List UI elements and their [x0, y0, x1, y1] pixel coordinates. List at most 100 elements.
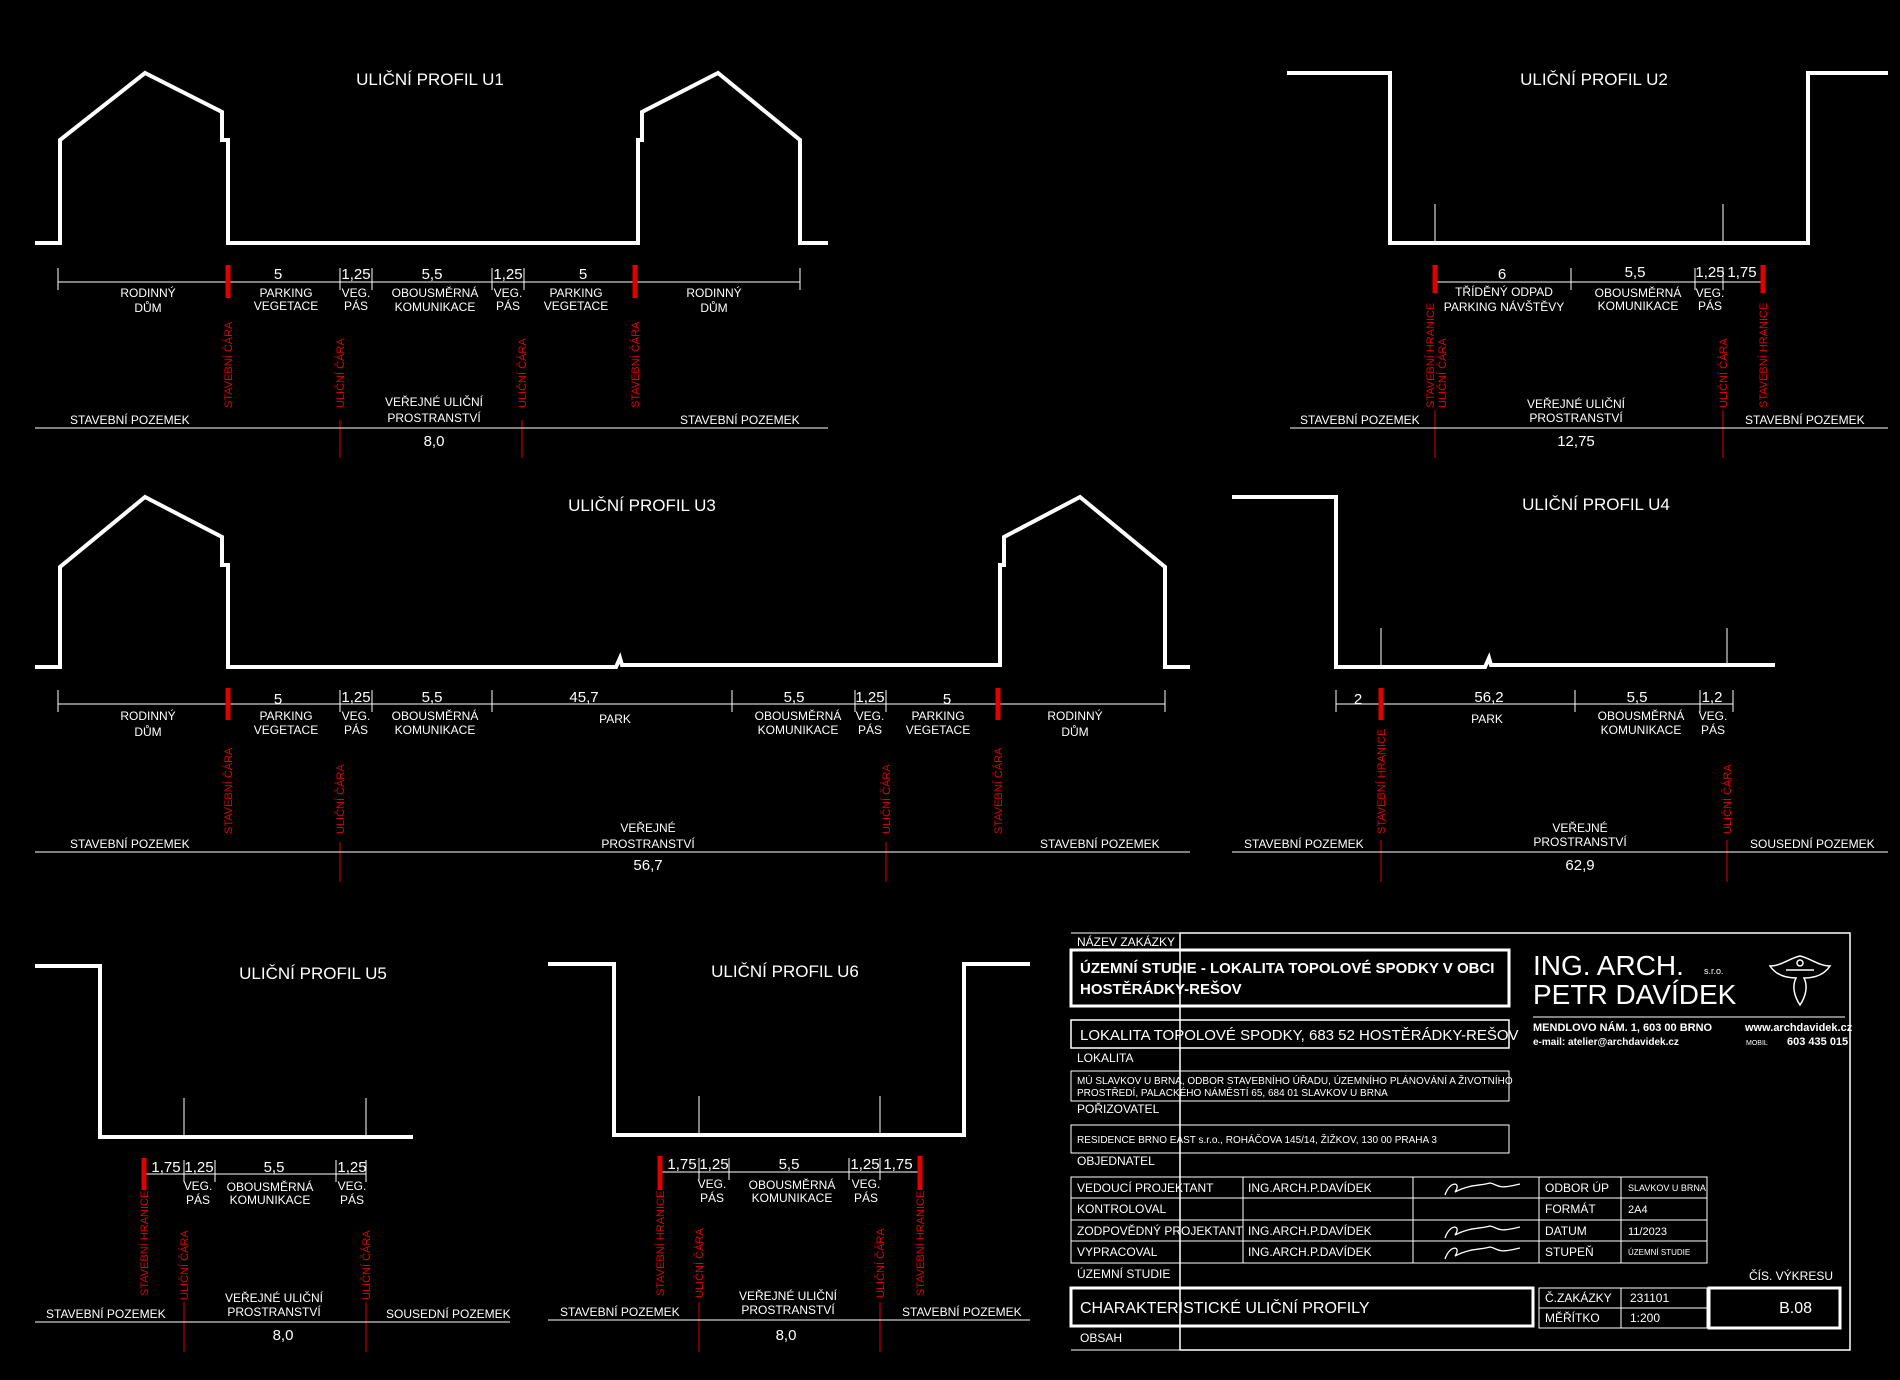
u2-width-value: 12,75	[1557, 433, 1595, 450]
u2-bottom-left: STAVEBNÍ POZEMEK	[1300, 412, 1420, 427]
u1-building-line: STAVEBNÍ ČÁRA	[629, 321, 642, 408]
u1-zone-label: VEGETACE	[544, 299, 608, 313]
staff-role: VEDOUCÍ PROJEKTANT	[1077, 1180, 1214, 1195]
u6-bottom-middle: PROSTRANSTVÍ	[741, 1302, 835, 1317]
u5-building-boundary: STAVEBNÍ HRANICE	[138, 1191, 151, 1296]
project-name: HOSTĚRÁDKY-REŠOV	[1080, 980, 1242, 998]
u1-title: ULIČNÍ PROFIL U1	[356, 70, 504, 89]
u2-bottom-middle: VEŘEJNÉ ULIČNÍ	[1527, 396, 1626, 411]
u1-zone-label: RODINNÝ	[120, 285, 175, 300]
info-label: DATUM	[1545, 1224, 1587, 1238]
u3-dim-6: 1,25	[855, 689, 884, 706]
u3-width-value: 56,7	[633, 857, 662, 874]
u3-zone-label: PARK	[599, 712, 631, 726]
staff-name: ING.ARCH.P.DAVÍDEK	[1248, 1180, 1372, 1195]
u2-outline	[1287, 71, 1888, 245]
u6-dim-4: 1,25	[850, 1156, 879, 1173]
u5-street-line: ULIČNÍ ČÁRA	[360, 1230, 373, 1300]
u5-bottom-middle: PROSTRANSTVÍ	[227, 1304, 321, 1319]
procurer: PROSTŘEDÍ, PALACKÉHO NÁMĚSTÍ 65, 684 01 …	[1077, 1086, 1388, 1099]
u3-zone-label: PARKING	[259, 709, 312, 723]
title-block: NÁZEV ZAKÁZKY ÚZEMNÍ STUDIE - LOKALITA T…	[1069, 932, 1853, 1351]
u1-dim-4: 1,25	[493, 266, 522, 283]
u4-street-line: ULIČNÍ ČÁRA	[1721, 764, 1734, 834]
profile-u5: ULIČNÍ PROFIL U5 1,75 1,25 5,5 1,25 VEG.…	[35, 964, 511, 1352]
profile-u3: ULIČNÍ PROFIL U3 5 1,25 5,5 45,7 5,5 1,2…	[35, 494, 1190, 882]
u6-title: ULIČNÍ PROFIL U6	[711, 962, 859, 981]
u3-building-line: STAVEBNÍ ČÁRA	[222, 747, 235, 834]
u1-bottom-middle: VEŘEJNÉ ULIČNÍ	[385, 394, 484, 409]
content-label: OBSAH	[1080, 1331, 1122, 1345]
u1-dim-1: 5	[274, 266, 282, 283]
staff-role: KONTROLOVAL	[1077, 1202, 1166, 1216]
u5-bottom-middle: VEŘEJNÉ ULIČNÍ	[225, 1290, 324, 1305]
u2-street-line: ULIČNÍ ČÁRA	[1436, 338, 1449, 408]
u5-zone-label: PÁS	[340, 1192, 364, 1207]
u6-zone-label: PÁS	[854, 1190, 878, 1205]
profile-u1: ULIČNÍ PROFIL U1 5 1,25 5,5 1,25 5 RODIN…	[35, 70, 828, 458]
u4-dim-4: 1,2	[1702, 689, 1723, 706]
u4-dim-1: 2	[1354, 691, 1362, 708]
u4-dim-2: 56,2	[1474, 689, 1503, 706]
u5-zone-label: VEG.	[338, 1179, 367, 1193]
u3-dim-7: 5	[943, 691, 951, 708]
info-label: FORMÁT	[1545, 1201, 1596, 1216]
project-label: NÁZEV ZAKÁZKY	[1077, 934, 1175, 949]
u2-title: ULIČNÍ PROFIL U2	[1520, 70, 1668, 89]
u5-dim-1: 1,75	[151, 1159, 180, 1176]
u1-zone-label: PÁS	[344, 298, 368, 313]
profile-u6: ULIČNÍ PROFIL U6 1,75 1,25 5,5 1,25 1,75…	[548, 962, 1030, 1352]
u6-building-boundary: STAVEBNÍ HRANICE	[654, 1191, 667, 1296]
u4-zone-label: KOMUNIKACE	[1601, 723, 1682, 737]
u1-zone-label: VEG.	[342, 286, 371, 300]
signature-icon	[1444, 1246, 1521, 1260]
procurer: MÚ SLAVKOV U BRNA, ODBOR STAVEBNÍHO ÚŘAD…	[1077, 1074, 1513, 1087]
firm-address: MENDLOVO NÁM. 1, 603 00 BRNO	[1533, 1021, 1713, 1034]
firm-mobile-label: MOBIL	[1746, 1040, 1768, 1047]
u3-bottom-left: STAVEBNÍ POZEMEK	[70, 836, 190, 851]
u3-zone-label: DŮM	[134, 724, 161, 739]
client-box	[1070, 1124, 1510, 1154]
info-label: ODBOR ÚP	[1545, 1180, 1609, 1195]
u1-zone-label: KOMUNIKACE	[395, 300, 476, 314]
u3-dim-3: 5,5	[422, 689, 443, 706]
content-box	[1069, 1286, 1535, 1328]
u3-dim-5: 5,5	[784, 689, 805, 706]
location: LOKALITA TOPOLOVÉ SPODKY, 683 52 HOSTĚRÁ…	[1080, 1027, 1519, 1044]
u1-zone-label: OBOUSMĚRNÁ	[392, 285, 479, 300]
firm-sro: s.r.o.	[1704, 966, 1724, 976]
procurer-box	[1070, 1070, 1510, 1102]
u5-zone-label: OBOUSMĚRNÁ	[227, 1179, 314, 1194]
staff-role: ZODPOVĚDNÝ PROJEKTANT	[1077, 1223, 1243, 1238]
u2-zone-label: OBOUSMĚRNÁ	[1595, 285, 1682, 300]
client: RESIDENCE BRNO EAST s.r.o., ROHÁČOVA 145…	[1077, 1133, 1437, 1146]
u5-zone-label: KOMUNIKACE	[230, 1193, 311, 1207]
u6-zone-label: VEG.	[852, 1177, 881, 1191]
u3-bottom-middle: VEŘEJNÉ	[620, 820, 675, 835]
u6-zone-label: KOMUNIKACE	[752, 1191, 833, 1205]
u4-zone-label: VEG.	[1699, 709, 1728, 723]
firm-web: www.archdavidek.cz	[1744, 1022, 1853, 1034]
profile-u4: ULIČNÍ PROFIL U4 2 56,2 5,5 1,2 PARK OBO…	[1232, 495, 1888, 882]
u4-bottom-middle: PROSTRANSTVÍ	[1533, 834, 1627, 849]
u3-dim-2: 1,25	[341, 689, 370, 706]
u3-zone-label: RODINNÝ	[120, 708, 175, 723]
u1-bottom-right: STAVEBNÍ POZEMEK	[680, 412, 800, 427]
u6-zone-label: OBOUSMĚRNÁ	[749, 1177, 836, 1192]
u6-bottom-right: STAVEBNÍ POZEMEK	[902, 1304, 1022, 1319]
u4-dim-3: 5,5	[1627, 689, 1648, 706]
u3-zone-label: DŮM	[1061, 724, 1088, 739]
u2-zone-label: PÁS	[1698, 298, 1722, 313]
u4-title: ULIČNÍ PROFIL U4	[1522, 495, 1670, 514]
u6-bottom-middle: VEŘEJNÉ ULIČNÍ	[739, 1288, 838, 1303]
u6-bottom-left: STAVEBNÍ POZEMEK	[560, 1304, 680, 1319]
u2-building-boundary: STAVEBNÍ HRANICE	[1757, 303, 1770, 408]
u5-bottom-left: STAVEBNÍ POZEMEK	[46, 1306, 166, 1321]
u6-dim-1: 1,75	[667, 1156, 696, 1173]
signature-icon	[1444, 1225, 1521, 1239]
info-value: 11/2023	[1628, 1226, 1667, 1238]
u1-dim-3: 5,5	[422, 266, 443, 283]
u1-width-value: 8,0	[424, 433, 445, 450]
drawing-number-box	[1707, 1286, 1842, 1330]
u5-dim-4: 1,25	[337, 1159, 366, 1176]
